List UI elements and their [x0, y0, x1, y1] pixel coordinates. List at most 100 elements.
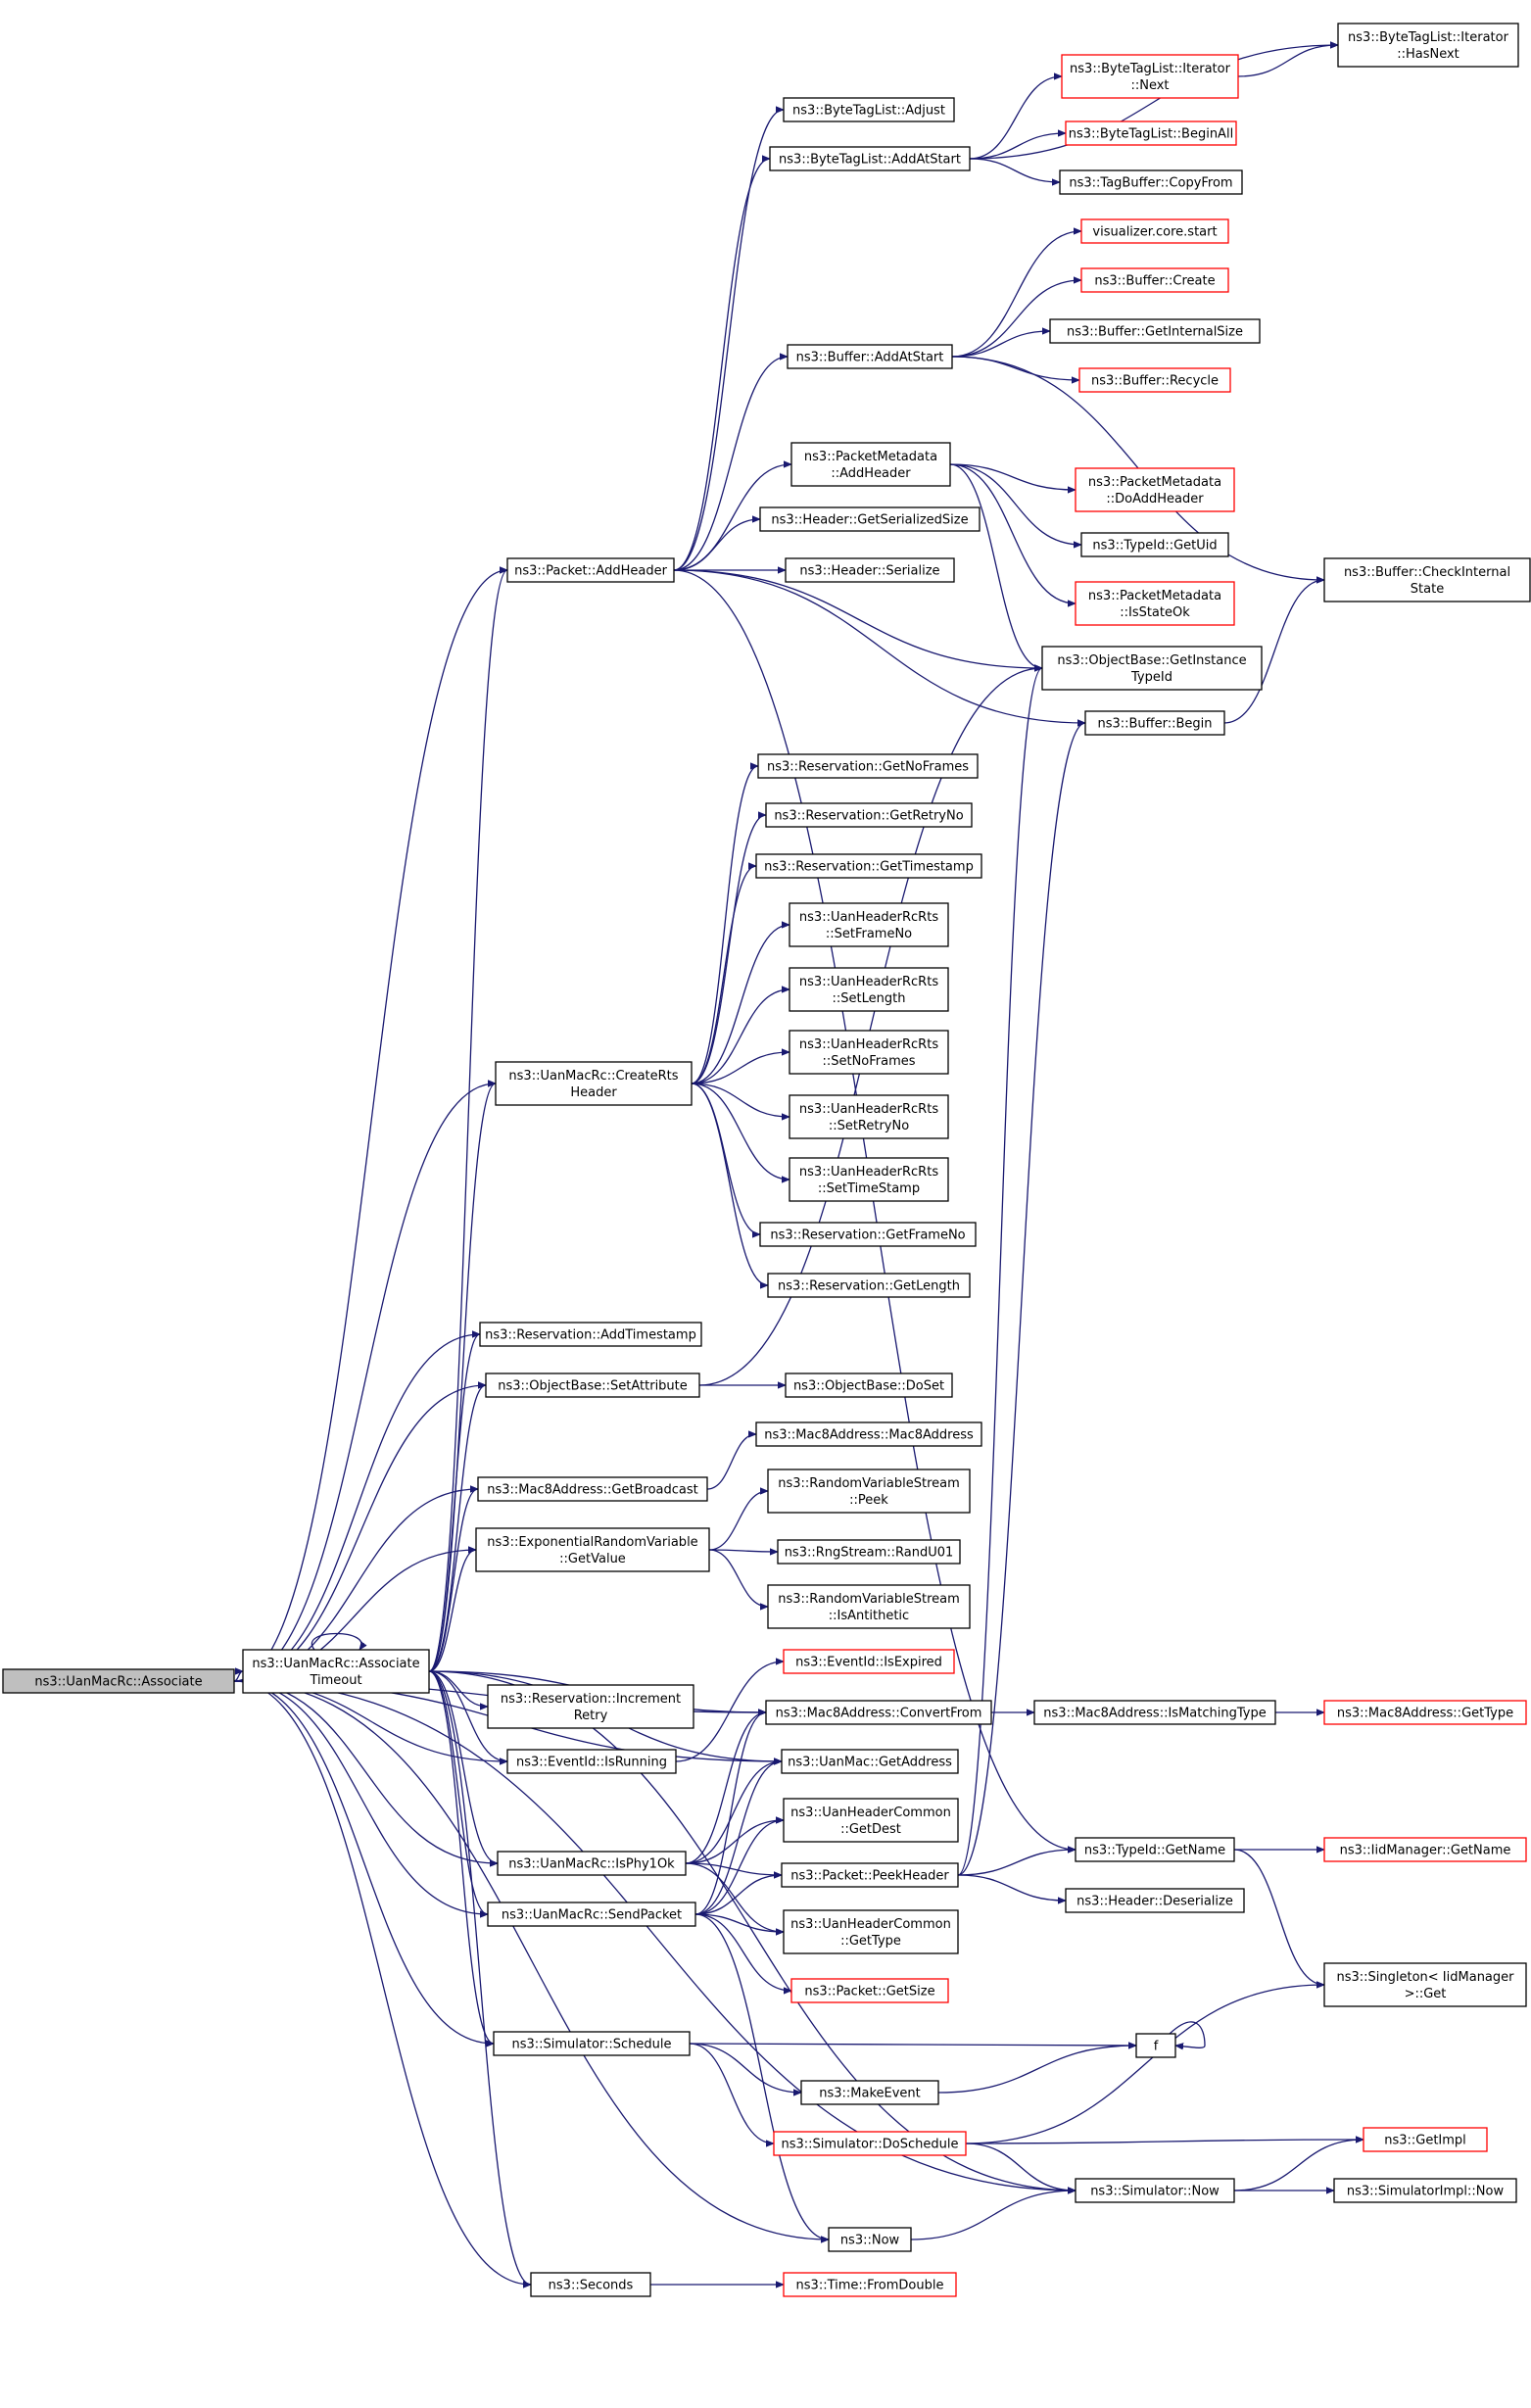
- node-bufgetint[interactable]: ns3::Buffer::GetInternalSize: [1049, 318, 1261, 344]
- node-box: [781, 1749, 959, 1774]
- node-bufbegin[interactable]: ns3::Buffer::Begin: [1084, 710, 1225, 736]
- node-peekheader[interactable]: ns3::Packet::PeekHeader: [781, 1862, 959, 1888]
- node-label: ns3::RandomVariableStream: [778, 1476, 960, 1491]
- node-box: [783, 1909, 959, 1954]
- node-rvspeek[interactable]: ns3::RandomVariableStream::Peek: [767, 1469, 971, 1514]
- node-label: ns3::Reservation::GetRetryNo: [774, 809, 963, 824]
- node-singletonget[interactable]: ns3::Singleton< IidManager >::Get: [1323, 1962, 1527, 2007]
- node-isanti[interactable]: ns3::RandomVariableStream::IsAntithetic: [767, 1584, 971, 1629]
- node-ismatching[interactable]: ns3::Mac8Address::IsMatchingType: [1033, 1700, 1276, 1725]
- node-pmisstateok[interactable]: ns3::PacketMetadata::IsStateOk: [1075, 581, 1235, 626]
- node-getimpl[interactable]: ns3::GetImpl: [1363, 2127, 1488, 2152]
- node-box: [781, 1862, 959, 1888]
- node-btladdatstart[interactable]: ns3::ByteTagList::AddAtStart: [769, 146, 971, 171]
- node-tidgetname[interactable]: ns3::TypeId::GetName: [1075, 1837, 1235, 1862]
- node-setnoframes[interactable]: ns3::UanHeaderRcRts::SetNoFrames: [789, 1030, 949, 1075]
- node-label: ns3::Packet::AddHeader: [514, 564, 667, 579]
- node-tbcopy[interactable]: ns3::TagBuffer::CopyFrom: [1059, 169, 1243, 195]
- edge: [951, 331, 1050, 358]
- node-now[interactable]: ns3::Now: [828, 2227, 912, 2252]
- node-bufrecycle[interactable]: ns3::Buffer::Recycle: [1078, 367, 1231, 393]
- node-setframeno[interactable]: ns3::UanHeaderRcRts::SetFrameNo: [789, 902, 949, 947]
- node-addts[interactable]: ns3::Reservation::AddTimestamp: [479, 1322, 702, 1347]
- node-doschedule[interactable]: ns3::Simulator::DoSchedule: [773, 2131, 967, 2156]
- node-hdrsize[interactable]: ns3::Header::GetSerializedSize: [759, 506, 981, 532]
- node-getbcast[interactable]: ns3::Mac8Address::GetBroadcast: [477, 1476, 708, 1502]
- node-label: ns3::MakeEvent: [819, 2087, 921, 2101]
- node-simimplnow[interactable]: ns3::SimulatorImpl::Now: [1333, 2178, 1517, 2203]
- node-setattr[interactable]: ns3::ObjectBase::SetAttribute: [485, 1373, 700, 1398]
- node-convertfrom[interactable]: ns3::Mac8Address::ConvertFrom: [765, 1700, 992, 1725]
- edge: [673, 110, 785, 571]
- node-getdest[interactable]: ns3::UanHeaderCommon::GetDest: [783, 1798, 959, 1843]
- node-root[interactable]: ns3::UanMacRc::Associate: [2, 1668, 235, 1694]
- node-getsize[interactable]: ns3::Packet::GetSize: [790, 1978, 949, 2003]
- node-isrunning[interactable]: ns3::EventId::IsRunning: [506, 1749, 677, 1774]
- node-getuid[interactable]: ns3::TypeId::GetUid: [1080, 532, 1229, 557]
- node-pmaddheader[interactable]: ns3::PacketMetadata::AddHeader: [790, 442, 951, 487]
- node-addheader[interactable]: ns3::Packet::AddHeader: [506, 557, 675, 583]
- node-simnow[interactable]: ns3::Simulator::Now: [1075, 2178, 1235, 2203]
- node-hasnext[interactable]: ns3::ByteTagList::Iterator::HasNext: [1337, 23, 1519, 68]
- node-box: [1065, 1888, 1245, 1913]
- node-isphy[interactable]: ns3::UanMacRc::IsPhy1Ok: [497, 1851, 687, 1876]
- node-hdrdeser[interactable]: ns3::Header::Deserialize: [1065, 1888, 1245, 1913]
- node-getretryno[interactable]: ns3::Reservation::GetRetryNo: [765, 802, 973, 828]
- node-getframeno[interactable]: ns3::Reservation::GetFrameNo: [759, 1222, 977, 1247]
- node-sendpacket[interactable]: ns3::UanMacRc::SendPacket: [487, 1902, 696, 1927]
- node-pmdoadd[interactable]: ns3::PacketMetadata::DoAddHeader: [1075, 467, 1235, 512]
- node-seconds[interactable]: ns3::Seconds: [530, 2272, 651, 2297]
- node-box: [789, 1030, 949, 1075]
- node-uangetaddr[interactable]: ns3::UanMac::GetAddress: [781, 1749, 959, 1774]
- node-label: ns3::TagBuffer::CopyFrom: [1069, 176, 1232, 191]
- node-box: [1135, 2033, 1176, 2058]
- node-label: ns3::ObjectBase::GetInstance: [1057, 653, 1246, 668]
- node-settimestamp[interactable]: ns3::UanHeaderRcRts::SetTimeStamp: [789, 1157, 949, 1202]
- edge-root-to-createrts: [233, 1084, 496, 1682]
- node-box: [487, 1902, 696, 1927]
- node-mac8ctor[interactable]: ns3::Mac8Address::Mac8Address: [755, 1421, 982, 1447]
- node-label: ns3::Buffer::AddAtStart: [796, 351, 944, 365]
- node-box: [1033, 1700, 1276, 1725]
- edge: [949, 463, 1076, 490]
- edge-bufaddatstart-to-vizstart: [951, 231, 1081, 358]
- node-label: ns3::RngStream::RandU01: [785, 1546, 954, 1561]
- node-hdrser[interactable]: ns3::Header::Serialize: [785, 557, 955, 583]
- node-fromdouble[interactable]: ns3::Time::FromDouble: [783, 2272, 957, 2297]
- node-isexpired[interactable]: ns3::EventId::IsExpired: [783, 1649, 955, 1674]
- edge: [691, 815, 767, 1084]
- node-getnoframes[interactable]: ns3::Reservation::GetNoFrames: [757, 753, 979, 779]
- node-randu01[interactable]: ns3::RngStream::RandU01: [777, 1539, 961, 1565]
- node-mac8gettype[interactable]: ns3::Mac8Address::GetType: [1323, 1700, 1527, 1725]
- node-iidgetname[interactable]: ns3::IidManager::GetName: [1323, 1837, 1527, 1862]
- node-getlength[interactable]: ns3::Reservation::GetLength: [767, 1273, 971, 1298]
- node-makeevent[interactable]: ns3::MakeEvent: [800, 2080, 939, 2105]
- edge-isphy-to-peekheader: [685, 1862, 782, 1875]
- node-doset[interactable]: ns3::ObjectBase::DoSet: [785, 1373, 953, 1398]
- node-bufaddatstart[interactable]: ns3::Buffer::AddAtStart: [787, 344, 953, 369]
- edge-peekheader-to-tidgetname: [957, 1850, 1076, 1876]
- node-setlength[interactable]: ns3::UanHeaderRcRts::SetLength: [789, 967, 949, 1012]
- edge-peekheader-to-hdrdeser: [957, 1874, 1066, 1901]
- node-label: ::Next: [1130, 78, 1169, 93]
- node-f[interactable]: f: [1135, 2033, 1176, 2058]
- node-gettype[interactable]: ns3::UanHeaderCommon::GetType: [783, 1909, 959, 1954]
- node-btladjust[interactable]: ns3::ByteTagList::Adjust: [783, 97, 955, 122]
- node-getts[interactable]: ns3::Reservation::GetTimestamp: [755, 853, 982, 879]
- edge: [951, 231, 1081, 358]
- node-schedule[interactable]: ns3::Simulator::Schedule: [493, 2031, 691, 2056]
- node-bufcreate[interactable]: ns3::Buffer::Create: [1080, 267, 1229, 293]
- node-exprv[interactable]: ns3::ExponentialRandomVariable::GetValue: [475, 1527, 710, 1572]
- node-itnext[interactable]: ns3::ByteTagList::Iterator::Next: [1061, 54, 1239, 99]
- node-label: ns3::Packet::PeekHeader: [790, 1869, 949, 1884]
- node-vizstart[interactable]: visualizer.core.start: [1080, 218, 1229, 244]
- node-beginall[interactable]: ns3::ByteTagList::BeginAll: [1065, 120, 1237, 146]
- node-setretryno[interactable]: ns3::UanHeaderRcRts::SetRetryNo: [789, 1094, 949, 1139]
- node-box: [2, 1668, 235, 1694]
- edge-at-to-getbcast: [428, 1489, 479, 1672]
